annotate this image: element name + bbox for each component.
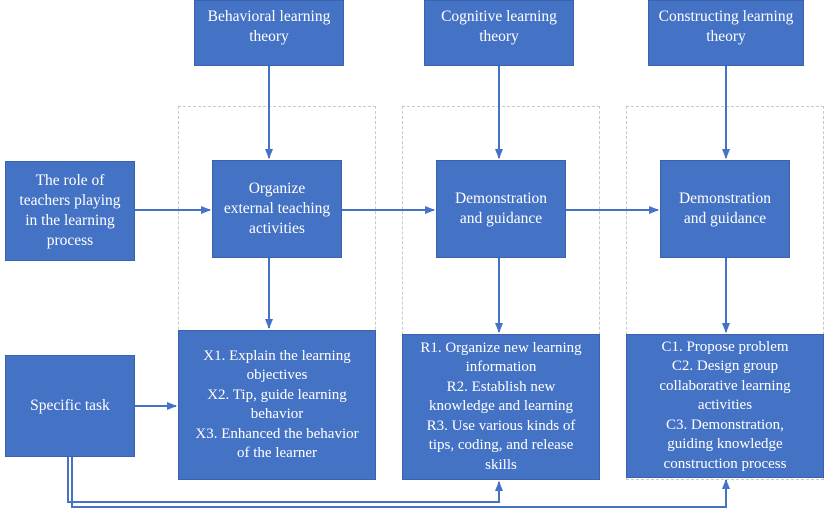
- behavioral-task-line: X3. Enhanced the behavior: [195, 425, 359, 442]
- constructing-role-line: and guidance: [683, 210, 767, 227]
- constructing-role-line: Demonstration: [678, 190, 772, 207]
- constructing-task-line: construction process: [663, 455, 787, 472]
- cognitive-theory-line: theory: [479, 28, 519, 45]
- cognitive-task-box: R1. Organize new learning information R2…: [402, 334, 600, 480]
- behavioral-task-line: of the learner: [237, 445, 317, 461]
- constructing-theory-line: Constructing learning: [658, 8, 794, 25]
- behavioral-role-line: activities: [249, 220, 305, 237]
- behavioral-task-line: objectives: [246, 367, 308, 383]
- behavioral-role-box: Organize external teaching activities: [212, 160, 342, 258]
- constructing-theory-box: Constructing learning theory: [648, 0, 804, 66]
- cognitive-task-line: tips, coding, and release: [428, 437, 574, 454]
- arrow-specific-task-to-cognitive: [67, 457, 503, 503]
- cognitive-role-box: Demonstration and guidance: [436, 160, 566, 258]
- behavioral-task-line: X2. Tip, guide learning: [207, 386, 347, 403]
- cognitive-task-line: R2. Establish new: [446, 378, 556, 395]
- teacher-role-box: The role of teachers playing in the lear…: [5, 161, 135, 261]
- constructing-task-line: C2. Design group: [671, 358, 779, 375]
- specific-task-label: Specific task: [30, 397, 110, 414]
- teacher-role-line: teachers playing: [19, 192, 121, 209]
- behavioral-theory-line: Behavioral learning: [207, 8, 331, 25]
- constructing-role-box: Demonstration and guidance: [660, 160, 790, 258]
- cognitive-task-line: knowledge and learning: [428, 398, 574, 415]
- behavioral-theory-box: Behavioral learning theory: [194, 0, 344, 66]
- teacher-role-line: in the learning: [25, 212, 115, 229]
- constructing-task-line: guiding knowledge: [667, 436, 783, 453]
- arrow-specific-task-to-constructing: [71, 457, 730, 508]
- cognitive-theory-box: Cognitive learning theory: [424, 0, 574, 66]
- behavioral-task-box: X1. Explain the learning objectives X2. …: [178, 330, 376, 480]
- cognitive-task-line: R1. Organize new learning: [420, 339, 582, 356]
- behavioral-role-line: external teaching: [223, 200, 331, 217]
- cognitive-role-line: Demonstration: [454, 190, 548, 207]
- teacher-role-line: The role of: [35, 172, 105, 189]
- specific-task-box: Specific task: [5, 355, 135, 457]
- constructing-theory-line: theory: [706, 28, 746, 45]
- constructing-task-line: activities: [697, 397, 753, 414]
- constructing-task-box: C1. Propose problem C2. Design group col…: [626, 334, 824, 478]
- constructing-task-line: C3. Demonstration,: [666, 416, 784, 433]
- teacher-role-line: process: [46, 232, 94, 249]
- behavioral-role-line: Organize: [248, 180, 306, 197]
- cognitive-role-line: and guidance: [459, 210, 543, 227]
- behavioral-task-line: behavior: [250, 406, 304, 422]
- cognitive-task-line: R3. Use various kinds of: [426, 417, 576, 434]
- constructing-task-line: collaborative learning: [659, 377, 791, 394]
- behavioral-task-line: X1. Explain the learning: [203, 347, 351, 364]
- cognitive-theory-line: Cognitive learning: [441, 8, 557, 25]
- constructing-task-line: C1. Propose problem: [661, 338, 789, 355]
- behavioral-theory-line: theory: [249, 28, 289, 45]
- cognitive-task-line: skills: [485, 456, 517, 473]
- cognitive-task-line: information: [465, 359, 537, 376]
